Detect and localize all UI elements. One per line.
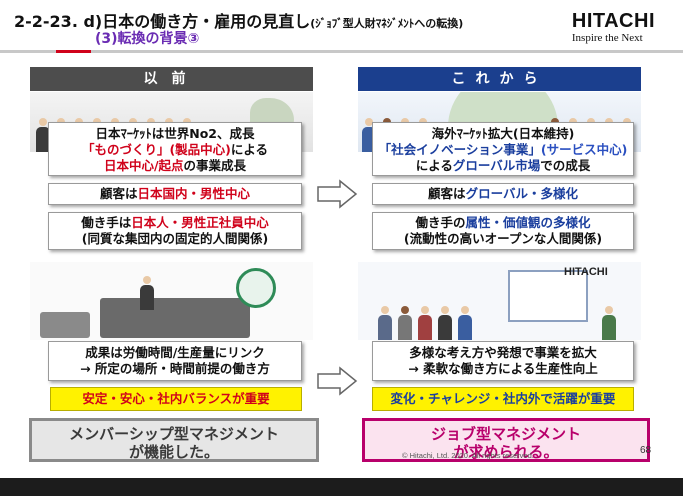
future-performance-box: 多様な考え方や発想で事業を拡大 → 柔軟な働き方による生産性向上 [372, 341, 634, 381]
future-conclusion-line1: ジョブ型マネジメント [430, 425, 581, 443]
before-conclusion-line1: メンバーシップ型マネジメント [69, 425, 279, 443]
video-frame-bottom [0, 478, 683, 496]
before-market-line3-rest: の事業成長 [183, 158, 247, 173]
before-workers-note: (同質な集団内の固定的人間関係) [81, 231, 269, 246]
overworked-office-illustration [30, 262, 313, 340]
hitachi-sign: HITACHI [564, 266, 608, 278]
before-customer-box: 顧客は日本国内・男性中心 [48, 183, 302, 205]
future-customer-box: 顧客はグローバル・多様化 [372, 183, 634, 205]
copyright-notice: © Hitachi, Ltd. 2020. All rights reserve… [402, 451, 534, 460]
future-workers-note: (流動性の高いオープンな人間関係) [403, 231, 603, 246]
before-market-box: 日本ﾏｰｹｯﾄは世界No2、成長 「ものづくり」(製品中心)による 日本中心/起… [48, 122, 302, 176]
before-market-line1: 日本ﾏｰｹｯﾄは世界No2、成長 [95, 126, 255, 141]
collaborative-meeting-illustration: HITACHI [358, 262, 641, 340]
logo-wordmark: HITACHI [571, 10, 655, 32]
future-conclusion-line2: が求められる。 [453, 443, 559, 461]
future-workers-highlight: 属性・価値観の多様化 [465, 215, 591, 230]
future-market-highlight3: グローバル市場 [452, 158, 541, 173]
title-divider [0, 50, 683, 53]
future-performance-line2: → 柔軟な働き方による生産性向上 [408, 361, 598, 376]
future-performance-line1: 多様な考え方や発想で事業を拡大 [409, 345, 597, 360]
desk-icon [40, 312, 90, 338]
before-performance-line2: → 所定の場所・時間前提の働き方 [80, 361, 270, 376]
before-workers-box: 働き手は日本人・男性正社員中心 (同質な集団内の固定的人間関係) [48, 212, 302, 250]
before-workers-label: 働き手は [81, 215, 132, 230]
future-customer-label: 顧客は [428, 186, 466, 201]
before-conclusion-box: メンバーシップ型マネジメント が機能した。 [29, 418, 319, 462]
column-header-future: これから [358, 67, 641, 91]
future-market-highlight2: (サービス中心) [540, 142, 628, 157]
before-workers-highlight: 日本人・男性正社員中心 [131, 215, 269, 230]
slide: 2-2-23. d)日本の働き方・雇用の見直し(ｼﾞｮﾌﾞ型人財ﾏﾈｼﾞﾒﾝﾄへ… [0, 0, 683, 478]
future-priority-bar: 変化・チャレンジ・社内外で活躍が重要 [372, 387, 634, 411]
future-market-line3-prefix: による [415, 158, 453, 173]
slide-subtitle: (3)転換の背景③ [95, 31, 200, 47]
hitachi-logo: HITACHI Inspire the Next [572, 11, 655, 45]
presentation-screen-icon [508, 270, 588, 322]
before-customer-label: 顧客は [99, 186, 138, 201]
before-performance-box: 成果は労働時間/生産量にリンク → 所定の場所・時間前提の働き方 [48, 341, 302, 381]
future-market-highlight1: 「社会イノベーション事業」 [378, 142, 541, 157]
future-market-line1: 海外ﾏｰｹｯﾄ拡大(日本維持) [431, 126, 575, 141]
title-suffix: (ｼﾞｮﾌﾞ型人財ﾏﾈｼﾞﾒﾝﾄへの転換) [310, 17, 464, 30]
future-workers-label: 働き手の [415, 215, 466, 230]
before-priority-bar: 安定・安心・社内バランスが重要 [50, 387, 302, 411]
column-header-before: 以前 [30, 67, 313, 91]
title-main: 2-2-23. d)日本の働き方・雇用の見直し [14, 12, 311, 31]
before-market-highlight1: 「ものづくり」(製品中心) [81, 142, 231, 157]
paper-stack-icon [100, 298, 250, 338]
before-performance-line1: 成果は労働時間/生産量にリンク [85, 345, 265, 360]
slide-title: 2-2-23. d)日本の働き方・雇用の見直し(ｼﾞｮﾌﾞ型人財ﾏﾈｼﾞﾒﾝﾄへ… [14, 8, 463, 32]
before-market-highlight2: 日本中心/起点 [103, 158, 184, 173]
future-customer-highlight: グローバル・多様化 [465, 186, 578, 201]
logo-tagline: Inspire the Next [571, 32, 643, 44]
before-market-line2-rest: による [230, 142, 269, 157]
before-conclusion-line2: が機能した。 [128, 443, 219, 461]
before-customer-highlight: 日本国内・男性中心 [137, 186, 251, 201]
page-number: 68 [640, 445, 652, 456]
future-conclusion-box: ジョブ型マネジメント が求められる。 [362, 418, 650, 462]
future-workers-box: 働き手の属性・価値観の多様化 (流動性の高いオープンな人間関係) [372, 212, 634, 250]
title-divider-accent [56, 50, 91, 53]
right-arrow-icon [317, 179, 358, 209]
future-market-box: 海外ﾏｰｹｯﾄ拡大(日本維持) 「社会イノベーション事業」(サービス中心) によ… [372, 122, 634, 176]
clock-icon [236, 268, 276, 308]
right-arrow-icon-lower [317, 366, 358, 396]
future-market-line3-rest: での成長 [540, 158, 591, 173]
